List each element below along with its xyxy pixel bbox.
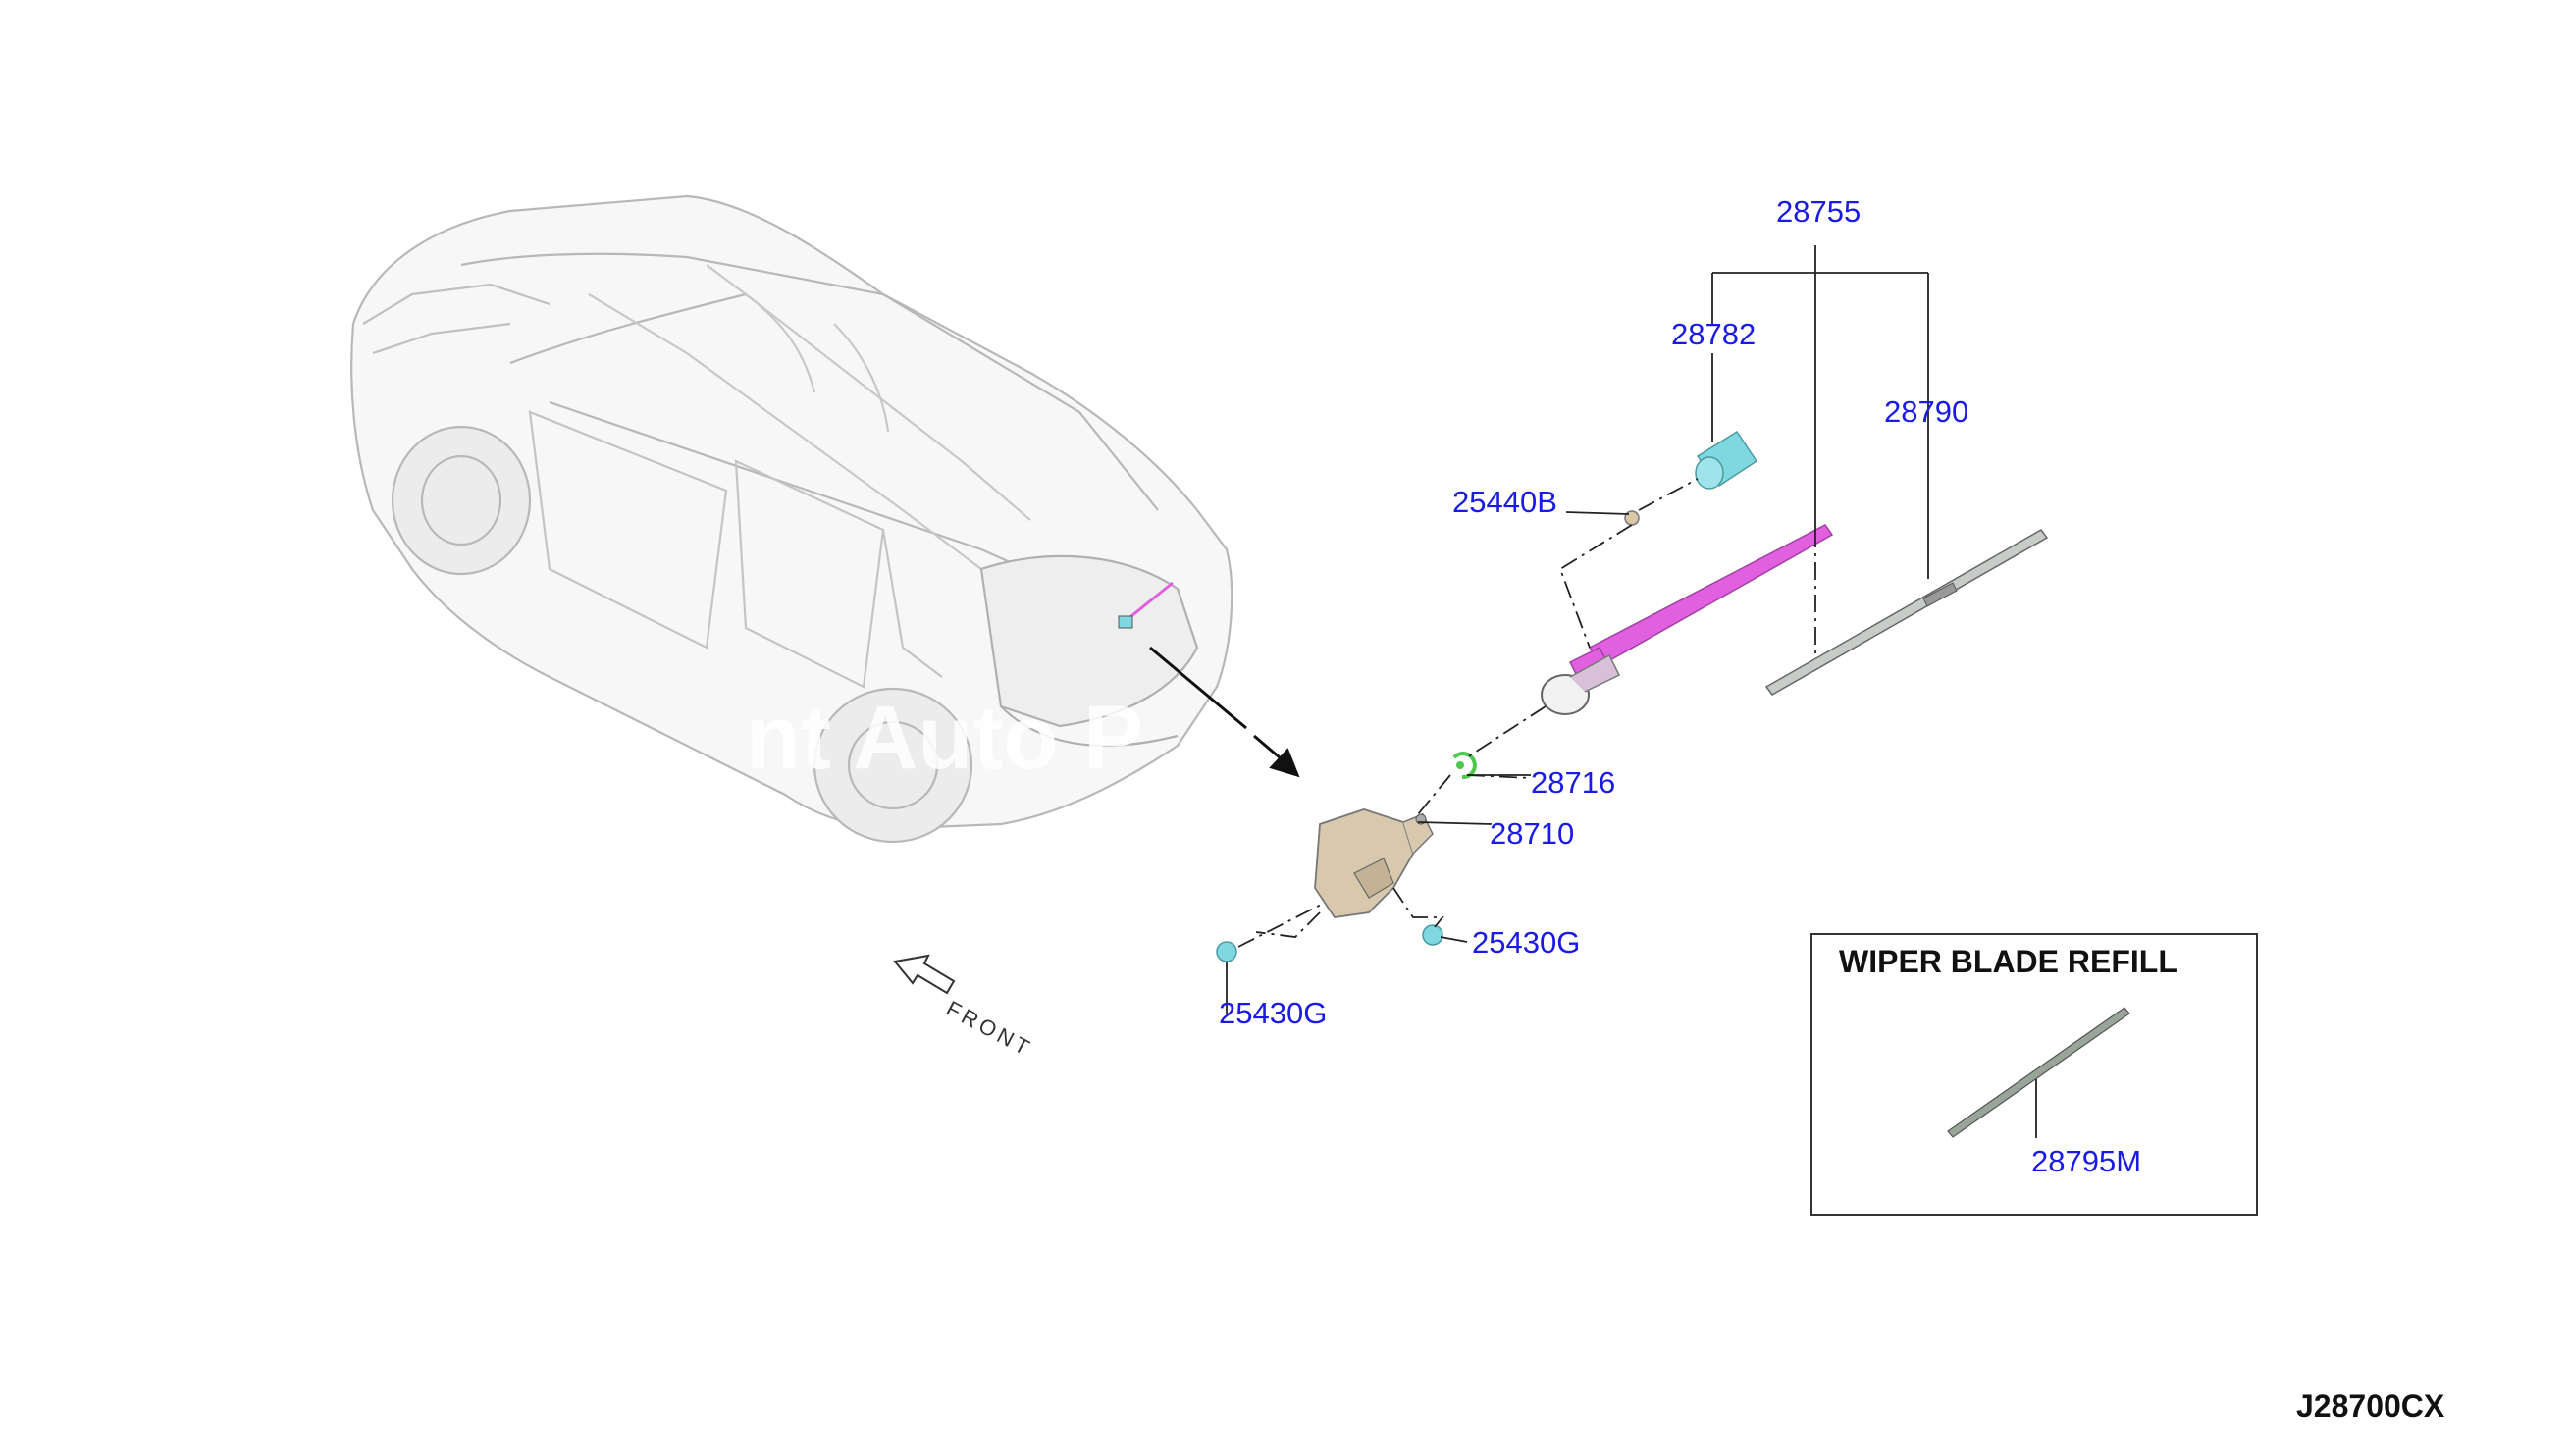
seal-center (1456, 761, 1464, 769)
callout-28790: 28790 (1884, 394, 1969, 429)
car-wiper-mark (1126, 581, 1174, 622)
diagram-code: J28700CX (2296, 1388, 2445, 1424)
callout-28795M: 28795M (2031, 1144, 2142, 1178)
callout-25440B: 25440B (1452, 485, 1557, 519)
refill-inset-box (1810, 933, 2258, 1216)
callout-28782: 28782 (1671, 317, 1757, 351)
callout-28710: 28710 (1490, 816, 1575, 851)
wiper-blade (1764, 529, 2049, 696)
assembly-lines (1237, 478, 1816, 948)
refill-strip (1947, 1007, 2130, 1138)
watermark-text: nt Auto P (746, 688, 1144, 788)
car-wiper-motor-mark (1118, 615, 1133, 629)
wiper-motor (1314, 808, 1434, 918)
callout-25430G-right: 25430G (1472, 925, 1581, 960)
detail-arrow (1149, 646, 1300, 778)
grommet-left (1216, 941, 1237, 962)
callout-25430G-left: 25430G (1219, 996, 1328, 1030)
callout-28755: 28755 (1776, 194, 1862, 229)
callout-28716: 28716 (1531, 765, 1616, 800)
wiper-arm (1541, 524, 1834, 715)
refill-inset-title: WIPER BLADE REFILL (1839, 944, 2177, 979)
callout-lines (1226, 245, 2037, 1138)
front-arrow-icon (893, 954, 956, 995)
grommet-right (1422, 924, 1443, 946)
wiper-cap (1695, 430, 1758, 490)
vehicle-illustration (350, 194, 1233, 844)
